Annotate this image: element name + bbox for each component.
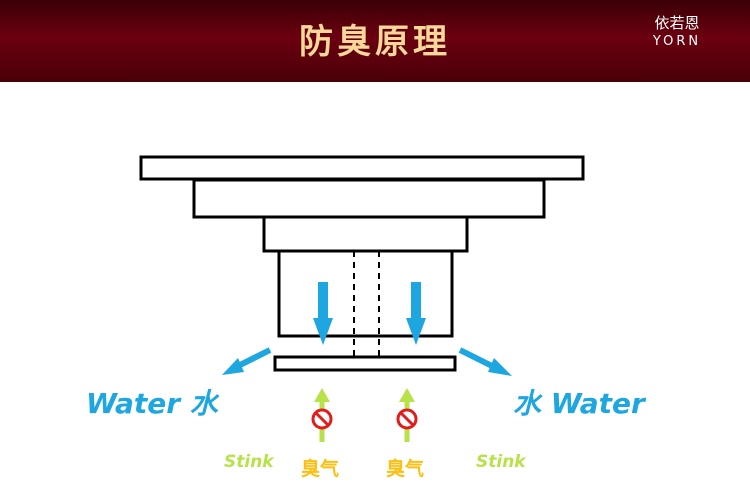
water-label-left: Water 水	[86, 387, 218, 420]
stink-label-en-right: Stink	[476, 452, 526, 472]
drain-pipe-body	[277, 249, 454, 338]
page-title: 防臭原理	[299, 22, 451, 62]
drain-second-plate	[192, 178, 546, 219]
water-down-arrow-left	[313, 282, 333, 345]
water-label-right: 水 Water	[513, 387, 645, 420]
stink-label-en-left: Stink	[224, 452, 274, 472]
stink-blocked-right	[396, 388, 418, 442]
drain-third-plate	[262, 215, 469, 253]
stink-label-cn-right: 臭气	[386, 458, 425, 480]
water-down-arrow-right	[406, 282, 426, 345]
water-out-arrow-right	[458, 347, 512, 376]
brand-logo-cn: 依若恩	[654, 14, 700, 32]
brand-logo-en: YORN	[652, 34, 702, 49]
seal-plate	[273, 355, 457, 372]
stink-label-cn-left: 臭气	[301, 458, 340, 480]
header-banner: 防臭原理 依若恩 YORN	[0, 0, 750, 82]
drain-top-plate	[139, 155, 585, 181]
water-out-arrow-left	[222, 347, 272, 375]
stink-blocked-left	[311, 388, 333, 442]
